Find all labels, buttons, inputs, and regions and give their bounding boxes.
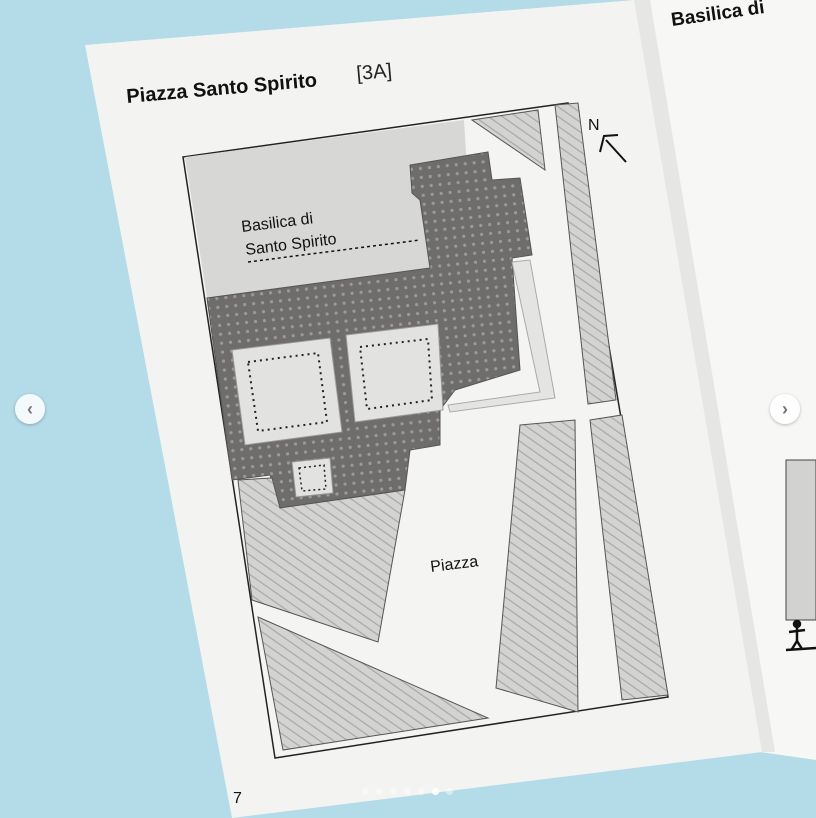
carousel-dot[interactable]: [404, 788, 411, 795]
carousel-indicator: [362, 788, 453, 795]
north-arrow-icon: [599, 134, 627, 163]
carousel-dot[interactable]: [390, 788, 397, 795]
chevron-right-icon: ›: [782, 398, 788, 419]
north-label: N: [588, 117, 600, 134]
block-strip: [554, 102, 617, 405]
block-top: [470, 109, 546, 172]
cloister-3: [291, 457, 334, 498]
person-icon: [785, 619, 816, 652]
basilica-area: [185, 120, 472, 298]
tactile-map: [182, 102, 669, 759]
carousel-dot[interactable]: [432, 788, 439, 795]
block-south: [257, 616, 490, 751]
carousel-dot[interactable]: [376, 788, 383, 795]
carousel-prev-button[interactable]: ‹: [15, 394, 45, 424]
block-west: [237, 477, 406, 643]
carousel-next-button[interactable]: ›: [770, 394, 800, 424]
block-far-east: [589, 414, 669, 701]
carousel-dot[interactable]: [362, 788, 369, 795]
label-pointer: [247, 239, 421, 263]
piazza-label: Piazza: [429, 553, 479, 576]
block-east: [495, 419, 579, 713]
chevron-left-icon: ‹: [27, 398, 33, 419]
carousel-dot[interactable]: [446, 788, 453, 795]
page-code: [3A]: [356, 60, 393, 85]
cloister-2: [345, 323, 444, 423]
carousel-dot[interactable]: [418, 788, 425, 795]
page-number: 7: [233, 790, 242, 807]
cloister-1: [231, 337, 343, 446]
